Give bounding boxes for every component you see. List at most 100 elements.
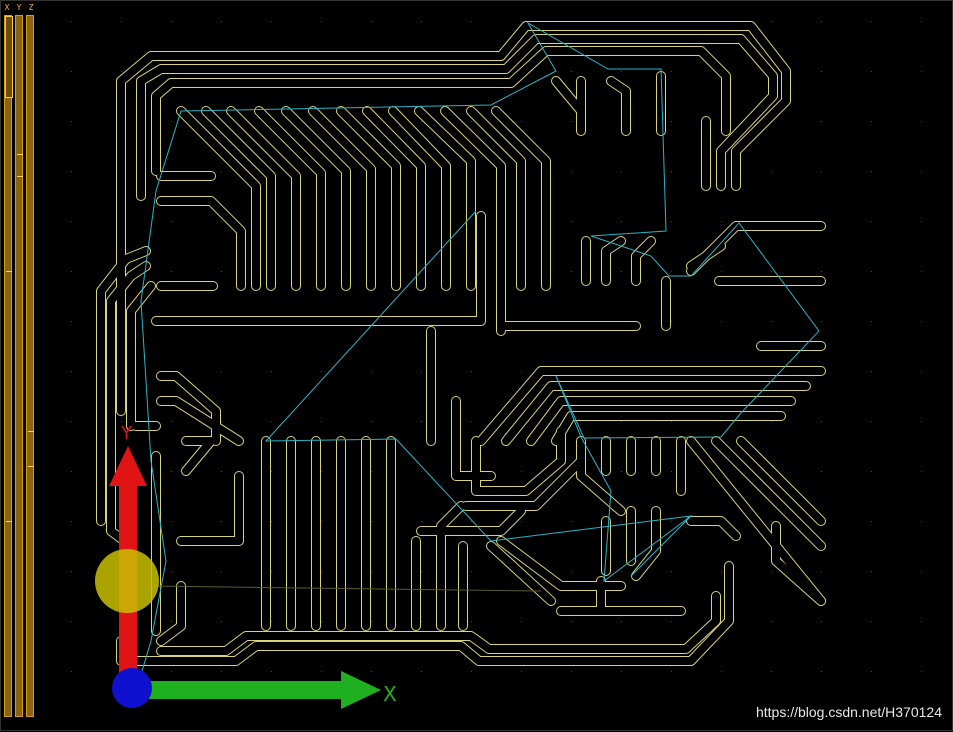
grid-dot: [821, 471, 822, 472]
grid-dot: [771, 321, 772, 322]
grid-dot: [571, 171, 572, 172]
grid-dot: [821, 21, 822, 22]
y-position-bar[interactable]: [15, 15, 23, 717]
grid-dot: [421, 121, 422, 122]
grid-dot: [121, 421, 122, 422]
grid-dot: [921, 371, 922, 372]
grid-dot: [71, 471, 72, 472]
grid-dot: [371, 671, 372, 672]
grid-dot: [821, 171, 822, 172]
trace-right-mid-2-core: [602, 237, 625, 285]
grid-dot: [771, 671, 772, 672]
grid-dot: [71, 621, 72, 622]
grid-dot: [421, 21, 422, 22]
grid-dot: [471, 671, 472, 672]
grid-dot: [921, 421, 922, 422]
grid-dot: [71, 321, 72, 322]
trace-core: [255, 107, 325, 290]
grid-dot: [921, 571, 922, 572]
grid-dot: [871, 121, 872, 122]
trace-frame-3-core: [152, 47, 730, 175]
grid-dot: [621, 71, 622, 72]
x-axis-arrow[interactable]: [131, 681, 346, 699]
z-position-bar[interactable]: [26, 15, 34, 717]
grid-dot: [471, 121, 472, 122]
grid-dot: [171, 121, 172, 122]
grid-dot: [821, 621, 822, 622]
trace-core: [687, 437, 825, 605]
grid-dot: [121, 71, 122, 72]
trace-core: [202, 107, 275, 290]
grid-dot: [571, 571, 572, 572]
tool-handle-sphere[interactable]: [95, 549, 159, 613]
trace-core: [467, 107, 525, 290]
y-axis-arrowhead[interactable]: [109, 446, 147, 486]
grid-dot: [471, 421, 472, 422]
grid-dot: [871, 421, 872, 422]
trace-core: [309, 107, 375, 290]
grid-dot: [171, 421, 172, 422]
axis-gizmo[interactable]: Y X: [95, 423, 397, 709]
trace-right-top-2-core: [552, 77, 585, 115]
grid-dot: [121, 21, 122, 22]
x-axis-arrowhead[interactable]: [341, 671, 381, 709]
grid-dot: [371, 521, 372, 522]
origin-sphere[interactable]: [112, 668, 152, 708]
grid-dot: [871, 21, 872, 22]
grid-dot: [871, 571, 872, 572]
ratsnest-lines: [135, 21, 820, 692]
grid-dot: [671, 621, 672, 622]
trace-lr-1-core: [577, 437, 625, 515]
z-bar-mark: [28, 466, 34, 467]
grid-dot: [521, 521, 522, 522]
grid-dot: [421, 471, 422, 472]
trace-mid-lower-2-core: [472, 427, 565, 495]
grid-dot: [521, 21, 522, 22]
grid-dot: [221, 221, 222, 222]
grid-dot: [871, 521, 872, 522]
grid-dot: [171, 521, 172, 522]
grid-dot: [271, 571, 272, 572]
axis-y-label: Y: [16, 3, 22, 12]
grid-dot: [821, 121, 822, 122]
grid-dot: [521, 471, 522, 472]
trace-core: [552, 412, 785, 445]
grid-dot: [371, 471, 372, 472]
grid-dot: [721, 271, 722, 272]
grid-dot: [71, 271, 72, 272]
grid-dot: [671, 421, 672, 422]
grid-dot: [71, 671, 72, 672]
x-position-bar[interactable]: [4, 15, 13, 717]
trace-left-2-core: [97, 247, 150, 525]
grid-dot: [821, 271, 822, 272]
axis-x-label: X: [4, 3, 10, 12]
grid-dot: [321, 371, 322, 372]
grid-dot: [71, 21, 72, 22]
trace-mid-lower-4-core: [437, 502, 465, 530]
grid-dot: [171, 271, 172, 272]
trace-core: [441, 107, 505, 335]
grid-dot: [321, 521, 322, 522]
grid-dot: [871, 71, 872, 72]
grid-dot: [671, 221, 672, 222]
trace-core: [492, 107, 550, 290]
trace-mid-lower-2: [471, 426, 566, 496]
grid-dot: [221, 421, 222, 422]
grid-dot: [821, 321, 822, 322]
grid-dot: [71, 171, 72, 172]
trace-bottom-2-core: [157, 592, 720, 655]
trace-ll-3: [176, 471, 244, 546]
grid-dot: [221, 371, 222, 372]
trace-right-top-3-core: [607, 77, 630, 135]
grid-dot: [671, 171, 672, 172]
x-bar-thumb[interactable]: [5, 16, 13, 98]
grid-dot: [771, 271, 772, 272]
grid-dot: [921, 221, 922, 222]
grid-dot: [671, 71, 672, 72]
trace-mid-2-core: [157, 197, 245, 290]
trace-core: [389, 107, 450, 290]
grid-dot: [171, 571, 172, 572]
trace-core: [337, 107, 400, 290]
